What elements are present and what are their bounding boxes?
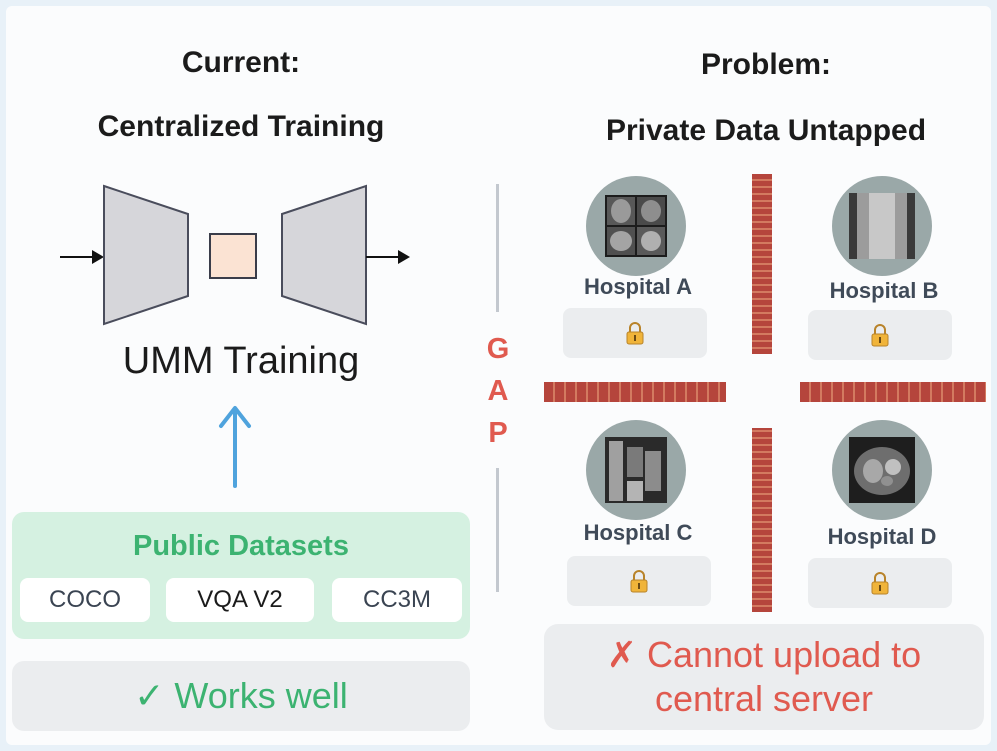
hospital-a-scan-image [586,176,686,276]
umm-training-label: UMM Training [122,340,360,382]
output-arrow-icon [366,250,410,264]
brick-wall-horizontal-right [800,382,986,402]
hospital-d-scan-image [832,420,932,520]
gap-letter-g: G [486,333,510,365]
umm-model-diagram [60,184,410,326]
hospital-c-lock-box [567,556,711,606]
works-well-box: ✓ Works well [12,661,470,731]
figure-frame: Current: Centralized Training UMM Traini… [6,6,991,745]
right-heading-line2: Private Data Untapped [605,114,927,147]
input-arrow-icon [60,250,104,264]
encoder-shape [103,184,189,326]
lock-icon [626,322,644,345]
divider-line-top [496,184,499,312]
cannot-upload-box: ✗ Cannot upload to central server [544,624,984,730]
lock-icon [630,570,648,593]
cannot-upload-line2: central server [654,678,874,719]
hospital-b-lock-box [808,310,952,360]
dataset-pill-cc3m: CC3M [332,578,462,622]
brick-wall-horizontal-left [544,382,726,402]
left-heading-line2: Centralized Training [97,110,385,143]
right-heading-line1: Problem: [700,48,832,81]
decoder-shape [281,184,367,326]
gap-letter-a: A [487,375,509,407]
public-datasets-panel: Public Datasets COCO VQA V2 CC3M [12,512,470,639]
brick-wall-vertical-top [752,174,772,354]
hospital-d-lock-box [808,558,952,608]
cannot-upload-line1: ✗ Cannot upload to [606,634,922,675]
gap-letter-p: P [488,417,508,449]
gap-label: G A P [480,328,516,454]
brick-wall-vertical-bottom [752,428,772,612]
divider-line-bottom [496,468,499,592]
dataset-pill-vqa: VQA V2 [166,578,314,622]
left-heading-line1: Current: [181,46,301,79]
hospital-b-label: Hospital B [829,278,939,303]
lock-icon [871,324,889,347]
hospital-b-scan-image [832,176,932,276]
hospital-a-label: Hospital A [584,274,692,299]
hospital-c-scan-image [586,420,686,520]
dataset-pill-coco: COCO [20,578,150,622]
hospital-d-label: Hospital D [827,524,937,549]
lock-icon [871,572,889,595]
hospital-c-label: Hospital C [583,520,693,545]
arrow-up-icon [219,406,251,488]
latent-box [209,233,257,279]
hospital-a-lock-box [563,308,707,358]
public-datasets-title: Public Datasets [133,530,349,562]
